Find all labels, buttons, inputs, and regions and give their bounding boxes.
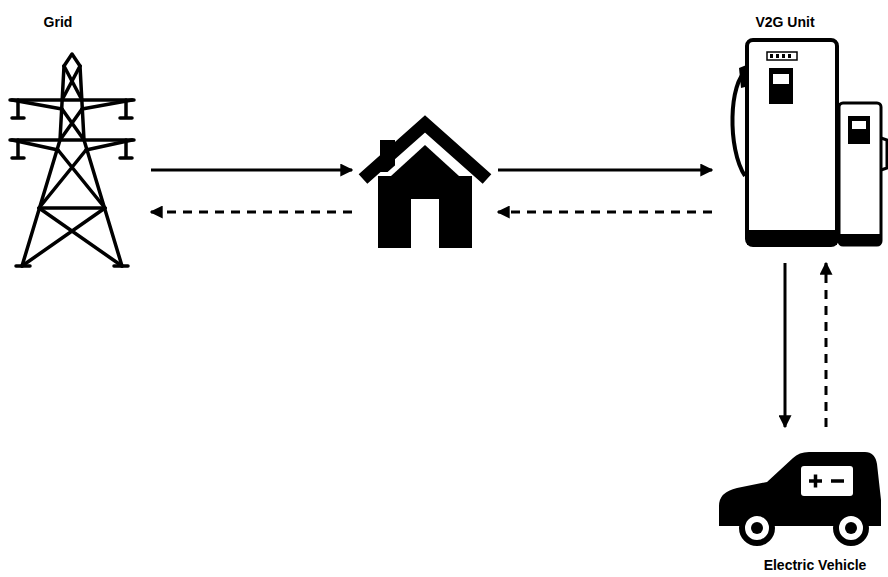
charger-icon (732, 40, 887, 245)
node-shape (715, 8, 888, 260)
electric-vehicle-node: Electric Vehicle (705, 430, 888, 577)
icon-part (852, 121, 866, 129)
node-shape (8, 8, 148, 276)
dashed-arrow (151, 211, 352, 214)
icon-part (770, 54, 773, 58)
solid-arrow (151, 169, 352, 172)
house-icon (363, 124, 487, 248)
icon-part (10, 138, 134, 142)
icon-part (776, 54, 779, 58)
icon-part (782, 54, 785, 58)
dashed-arrow (825, 263, 828, 427)
icon-part (383, 139, 467, 176)
icon-part (751, 522, 763, 534)
icon-part (22, 66, 64, 266)
icon-part (391, 145, 459, 176)
icon-part (839, 103, 881, 245)
icon-part (747, 230, 837, 245)
house-node (355, 115, 495, 250)
icon-part (788, 54, 791, 58)
node-label: V2G Unit (715, 14, 855, 31)
solid-arrow (784, 263, 787, 427)
node-label: Electric Vehicle (735, 557, 888, 574)
node-shape (355, 115, 495, 250)
icon-part (848, 116, 870, 144)
icon-part (836, 513, 866, 543)
icon-part (845, 522, 857, 534)
icon-part (801, 466, 853, 496)
icon-part (120, 100, 132, 118)
node-shape (705, 430, 888, 577)
icon-part (839, 234, 881, 245)
icon-part (120, 140, 132, 158)
car-icon (719, 452, 881, 543)
dashed-arrow (498, 211, 712, 214)
icon-part (39, 150, 105, 208)
grid-tower-node: Grid (8, 8, 148, 276)
icon-part (39, 206, 105, 210)
icon-part (16, 264, 128, 268)
v2g-unit-node: V2G Unit (715, 8, 888, 260)
node-label: Grid (8, 14, 108, 31)
icon-part (64, 54, 80, 66)
connector-group (151, 170, 826, 427)
icon-part (378, 176, 472, 248)
icon-part (80, 66, 122, 266)
icon-part (12, 140, 24, 158)
icon-part (60, 109, 84, 140)
icon-part (767, 52, 797, 60)
transmission-tower (10, 54, 134, 266)
icon-part (363, 124, 487, 179)
icon-part (809, 475, 844, 488)
solid-arrow (498, 169, 712, 172)
icon-part (881, 138, 887, 170)
icon-part (411, 199, 439, 248)
icon-part (747, 40, 837, 245)
icon-part (12, 100, 24, 118)
icon-part (742, 513, 772, 543)
icon-part (773, 74, 789, 84)
icon-part (62, 66, 82, 100)
icon-part (769, 68, 793, 104)
icon-part (22, 208, 122, 266)
